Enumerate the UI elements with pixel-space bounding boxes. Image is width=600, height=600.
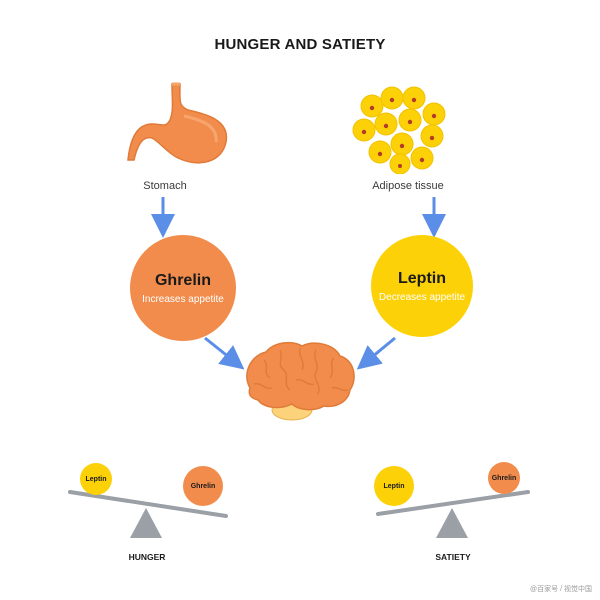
- stomach-icon: [127, 82, 228, 164]
- hunger-caption: HUNGER: [128, 552, 166, 562]
- ghrelin-circle: Ghrelin Increases appetite: [130, 235, 236, 341]
- brain-icon: [246, 341, 355, 421]
- adipose-tissue-icon: [352, 86, 446, 174]
- ghrelin-to-brain-arrow: [204, 336, 245, 370]
- stomach-label: Stomach: [143, 180, 187, 192]
- watermark: @百家号 / 视觉中国: [530, 586, 592, 593]
- ghrelin-description: Increases appetite: [142, 293, 224, 305]
- satiety-caption: SATIETY: [435, 552, 471, 562]
- satiety-seesaw: [376, 490, 530, 538]
- leptin-circle: Leptin Decreases appetite: [371, 235, 473, 337]
- leptin-to-brain-arrow: [356, 336, 396, 370]
- ghrelin-name: Ghrelin: [154, 271, 211, 289]
- leptin-description: Decreases appetite: [378, 291, 466, 303]
- satiety-ghrelin-ball: Ghrelin: [488, 462, 520, 494]
- hunger-leptin-ball: Leptin: [80, 463, 112, 495]
- diagram-title: HUNGER AND SATIETY: [214, 36, 386, 53]
- leptin-name: Leptin: [398, 269, 446, 287]
- satiety-leptin-ball: Leptin: [374, 466, 414, 506]
- adipose-tissue-label: Adipose tissue: [372, 180, 444, 192]
- hunger-seesaw: [68, 490, 228, 538]
- hunger-ghrelin-ball: Ghrelin: [183, 466, 223, 506]
